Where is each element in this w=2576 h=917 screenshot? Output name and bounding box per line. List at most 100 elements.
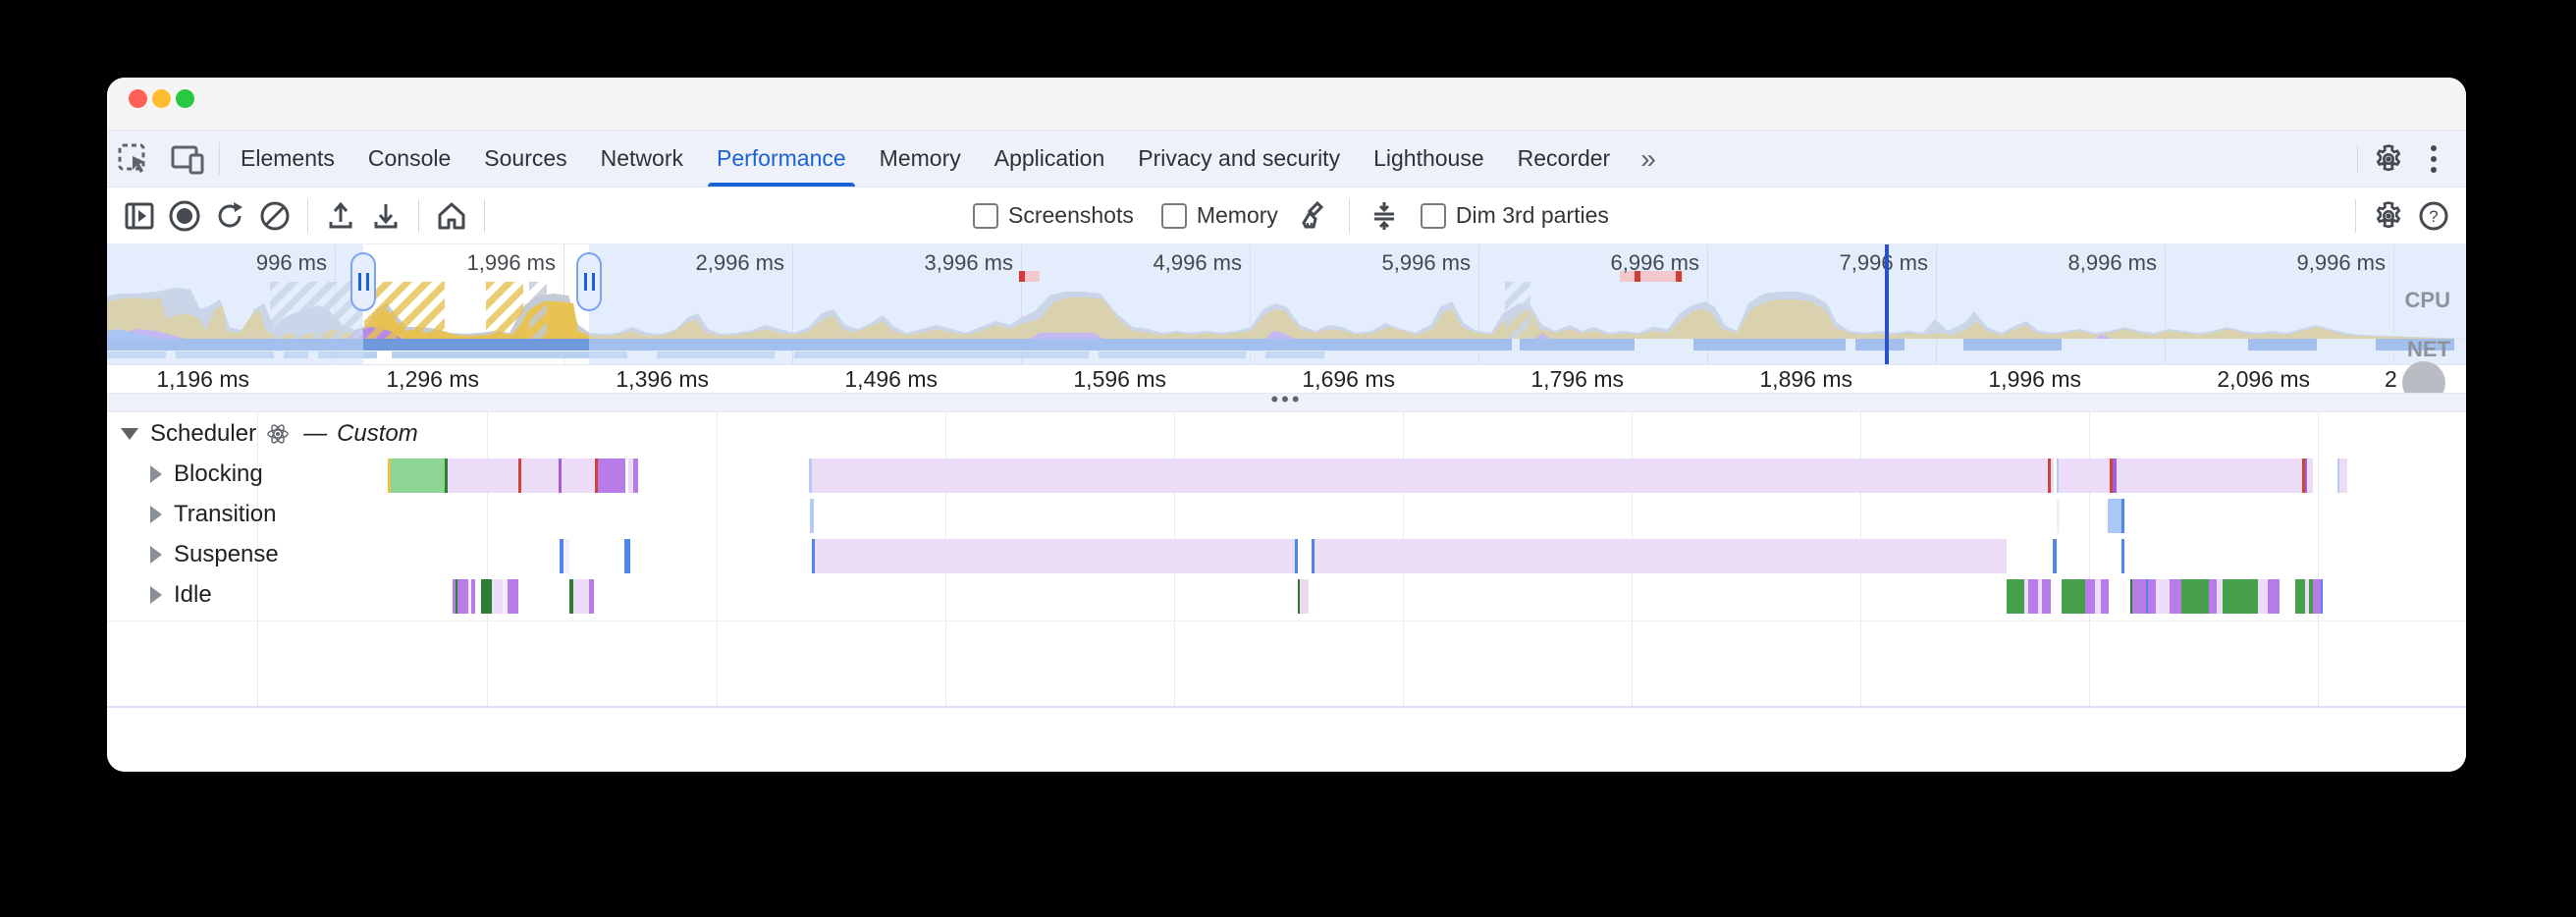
capture-settings-gear-icon[interactable] [2366,193,2411,239]
flame-segment[interactable] [815,539,1295,573]
flame-segment[interactable] [633,458,638,493]
flame-segment[interactable] [564,539,569,573]
flame-segment[interactable] [2085,579,2095,614]
collapse-icon[interactable] [1362,193,1407,239]
panel-resize-handle[interactable]: ••• [107,389,2466,412]
screenshots-checkbox[interactable]: Screenshots [973,202,1134,229]
flame-segment[interactable] [2217,579,2223,614]
flame-segment[interactable] [2339,458,2347,493]
help-icon[interactable]: ? [2411,193,2456,239]
flame-segment[interactable] [2053,539,2057,573]
flame-segment[interactable] [2121,539,2124,573]
flame-segment[interactable] [2223,579,2258,614]
playhead-line[interactable] [1885,244,1889,364]
tab-privacy-and-security[interactable]: Privacy and security [1138,145,1341,171]
flame-segment[interactable] [471,579,475,614]
flame-segment[interactable] [2095,579,2101,614]
flame-segment[interactable] [2048,458,2051,493]
dim-3rd-parties-checkbox-box[interactable] [1420,202,1446,229]
toggle-sidebar-icon[interactable] [117,193,162,239]
track-row-blocking[interactable]: Blocking [150,460,263,488]
flame-segment[interactable] [2007,579,2024,614]
tab-recorder[interactable]: Recorder [1517,145,1611,171]
collapsed-triangle-icon[interactable] [150,546,162,564]
tab-elements[interactable]: Elements [241,145,335,171]
flame-segment[interactable] [2108,499,2121,533]
flame-segment[interactable] [2268,579,2280,614]
flame-segment[interactable] [810,499,814,533]
flame-segment[interactable] [812,458,2313,493]
garbage-collect-icon[interactable] [1292,193,1337,239]
tab-sources[interactable]: Sources [484,145,567,171]
flame-segment[interactable] [809,458,812,493]
flame-segment[interactable] [2170,579,2181,614]
expand-triangle-icon[interactable] [121,428,138,440]
flame-segment[interactable] [625,458,628,493]
flame-segment[interactable] [388,458,391,493]
flame-segment[interactable] [1298,579,1300,614]
flame-segment[interactable] [2295,579,2305,614]
reload-record-icon[interactable] [207,193,252,239]
record-icon[interactable] [162,193,207,239]
flame-segment[interactable] [2057,458,2059,493]
collapsed-triangle-icon[interactable] [150,465,162,483]
flame-segment[interactable] [2305,458,2307,493]
flame-segment[interactable] [391,458,445,493]
flame-segment[interactable] [2101,579,2109,614]
flame-segment[interactable] [481,579,492,614]
minimize-window-button[interactable] [152,89,171,108]
flame-segment[interactable] [2309,579,2313,614]
flame-segment[interactable] [1312,539,1315,573]
flame-segment[interactable] [2110,458,2113,493]
flame-segment[interactable] [2028,579,2038,614]
flame-segment[interactable] [624,539,630,573]
flame-segment[interactable] [2313,579,2321,614]
tab-console[interactable]: Console [367,145,452,171]
flame-segment[interactable] [2121,499,2124,533]
download-profile-icon[interactable] [363,193,408,239]
tab-application[interactable]: Application [993,145,1105,171]
collapsed-triangle-icon[interactable] [150,506,162,523]
flame-segment[interactable] [2113,458,2117,493]
selection-handle-left[interactable] [350,252,376,311]
collapsed-triangle-icon[interactable] [150,586,162,604]
flame-segment[interactable] [595,458,598,493]
flame-segment[interactable] [589,579,594,614]
flame-segment[interactable] [518,458,521,493]
close-window-button[interactable] [129,89,147,108]
track-row-idle[interactable]: Idle [150,581,212,609]
flame-segment[interactable] [2181,579,2209,614]
flame-segment[interactable] [1295,539,1298,573]
tab-performance[interactable]: Performance [700,131,863,187]
tab-lighthouse[interactable]: Lighthouse [1373,145,1484,171]
settings-gear-icon[interactable] [2366,136,2411,182]
flame-segment[interactable] [573,579,589,614]
flame-segment[interactable] [2057,499,2060,533]
flame-segment[interactable] [468,579,471,614]
flame-segment[interactable] [2209,579,2217,614]
flame-segment[interactable] [2258,579,2268,614]
flame-segment[interactable] [2302,458,2305,493]
kebab-menu-icon[interactable] [2411,136,2456,182]
flame-segment[interactable] [1315,539,2007,573]
memory-checkbox[interactable]: Memory [1160,202,1278,229]
track-row-transition[interactable]: Transition [150,501,276,528]
flame-segment[interactable] [2146,579,2148,614]
flame-segment[interactable] [445,458,448,493]
flame-segment[interactable] [503,579,508,614]
flame-segment[interactable] [2321,579,2323,614]
flame-segment[interactable] [598,458,625,493]
clear-icon[interactable] [252,193,297,239]
flame-segment[interactable] [456,579,457,614]
flame-segment[interactable] [492,579,503,614]
tab-memory[interactable]: Memory [879,145,961,171]
flame-segment[interactable] [559,458,562,493]
flame-segment[interactable] [2042,579,2051,614]
flame-segment[interactable] [453,579,456,614]
flame-segment[interactable] [2024,579,2028,614]
flame-segment[interactable] [812,539,815,573]
flame-segment[interactable] [2130,579,2132,614]
selection-handle-right[interactable] [576,252,602,311]
